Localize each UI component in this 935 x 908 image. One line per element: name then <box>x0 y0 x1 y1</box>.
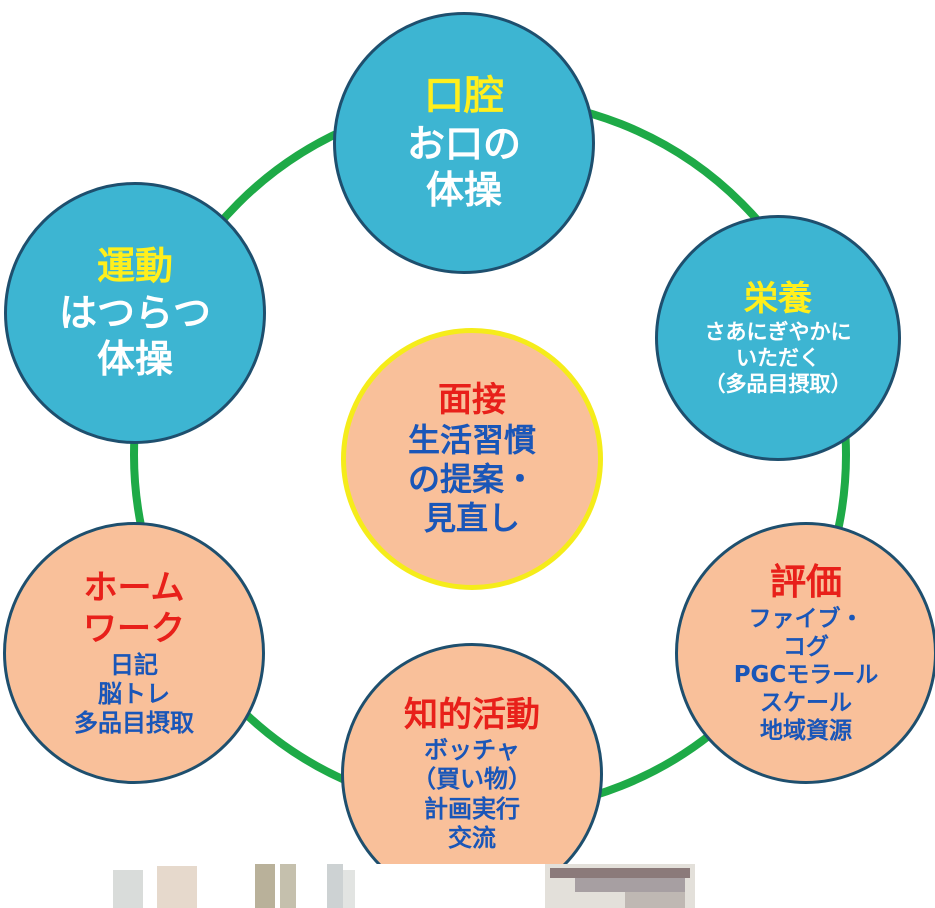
node-oral-title: 口腔 <box>424 73 504 120</box>
node-nutrition: 栄養 さあにぎやかに いただく （多品目摂取） <box>655 215 901 461</box>
node-evaluation-line-2: コグ <box>783 633 829 660</box>
node-interview-line-2: の提案・ <box>407 460 536 499</box>
node-exercise: 運動 はつらつ 体操 <box>4 182 266 444</box>
node-oral-line-2: 体操 <box>425 168 502 213</box>
node-interview-title: 面接 <box>438 379 506 420</box>
photo-fragment <box>105 864 695 908</box>
node-nutrition-line-3: （多品目摂取） <box>704 371 852 396</box>
node-homework-title-2: ワーク <box>83 609 185 650</box>
node-intellectual-line-4: 交流 <box>448 824 496 852</box>
node-homework-title-1: ホーム <box>83 567 185 608</box>
node-evaluation-line-4: スケール <box>760 689 852 716</box>
node-intellectual-line-2: （買い物） <box>412 765 532 794</box>
node-evaluation-line-5: 地域資源 <box>760 718 852 745</box>
node-intellectual-title: 知的活動 <box>404 694 540 735</box>
node-exercise-line-2: 体操 <box>96 337 173 382</box>
node-nutrition-title: 栄養 <box>744 278 812 319</box>
node-intellectual-line-3: 計画実行 <box>424 794 520 823</box>
node-evaluation-line-3: PGCモラール <box>733 661 879 688</box>
node-homework-line-2: 脳トレ <box>98 679 170 708</box>
node-interview-line-1: 生活習慣 <box>407 421 536 460</box>
node-homework-line-3: 多品目摂取 <box>74 709 194 738</box>
node-exercise-line-1: はつらつ <box>58 290 211 335</box>
node-exercise-title: 運動 <box>96 244 173 289</box>
node-interview-line-3: 見直し <box>423 499 520 538</box>
node-intellectual-line-1: ボッチャ <box>424 736 520 765</box>
node-oral-line-1: お口の <box>406 122 521 167</box>
node-oral: 口腔 お口の 体操 <box>333 12 595 274</box>
node-homework-line-1: 日記 <box>110 650 158 679</box>
node-interview: 面接 生活習慣 の提案・ 見直し <box>341 328 603 590</box>
node-nutrition-line-1: さあにぎやかに <box>704 320 852 345</box>
node-evaluation-title: 評価 <box>769 561 842 603</box>
node-evaluation-line-1: ファイブ・ <box>748 605 864 632</box>
node-homework: ホーム ワーク 日記 脳トレ 多品目摂取 <box>3 522 265 784</box>
node-evaluation: 評価 ファイブ・ コグ PGCモラール スケール 地域資源 <box>675 522 935 784</box>
node-nutrition-line-2: いただく <box>736 345 820 370</box>
